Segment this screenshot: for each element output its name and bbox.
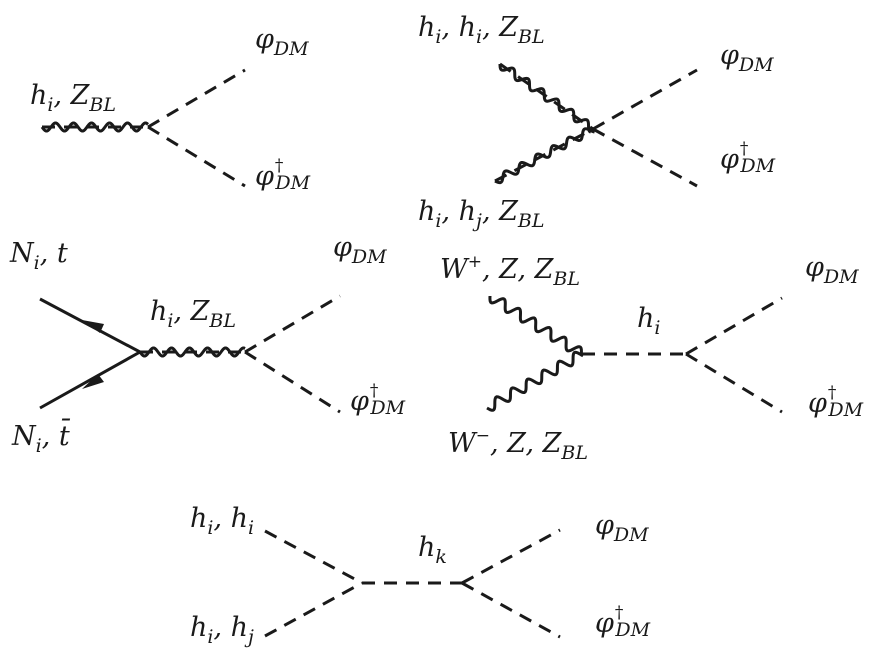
d4-label-propagator: hi [637, 303, 660, 339]
d5-label-out-bottom: φ†DM [595, 603, 651, 641]
diagram-5: hi, hi hi, hj hk φDM φ†DM [190, 503, 651, 648]
d1-label-incoming: hi, ZBL [30, 80, 116, 116]
d2-scalar-line-in-top [499, 62, 594, 131]
d5-label-out-top: φDM [595, 510, 649, 546]
d4-wavy-line-in-bottom [486, 350, 584, 412]
d3-label-in-bottom: Ni, t̄ [11, 417, 71, 457]
d2-wavy-line-in-bottom [494, 127, 595, 185]
d2-scalar-line-out-bottom [592, 127, 698, 188]
diagram-1: hi, ZBL φDM φ†DM [30, 24, 311, 194]
d3-label-in-top: Ni, t [9, 238, 68, 274]
d4-label-in-top: W+, Z, ZBL [440, 252, 580, 290]
d2-label-in-top: hi, hi, ZBL [418, 12, 545, 48]
d5-scalar-line-out-bottom [461, 581, 561, 639]
d3-label-out-top: φDM [333, 232, 387, 268]
d1-label-out-top: φDM [255, 24, 309, 60]
d3-wavy-propagator [138, 346, 246, 358]
d4-label-in-bottom: W−, Z, ZBL [448, 426, 588, 464]
d3-arrow-in-top [82, 320, 104, 333]
d4-scalar-line-out-top [685, 296, 783, 356]
diagram-2: hi, hi, ZBL hi, hj, ZBL φDM φ†DM [418, 12, 776, 232]
d5-scalar-line-in-top [264, 529, 363, 585]
d1-scalar-line-out-top [147, 68, 246, 129]
d4-label-out-top: φDM [805, 252, 859, 288]
d2-label-out-bottom: φ†DM [720, 139, 776, 177]
d1-wavy-line-in [40, 121, 149, 133]
d5-label-in-bottom: hi, hj [190, 612, 254, 648]
d3-scalar-line-out-bottom [244, 350, 341, 414]
d3-fermion-line-in-bottom [39, 350, 141, 410]
d2-scalar-line-out-top [592, 68, 698, 131]
d5-scalar-line-out-top [461, 528, 561, 585]
d3-arrow-in-bottom [82, 374, 104, 389]
d1-scalar-line-out-bottom [147, 125, 246, 188]
d4-scalar-line-out-bottom [685, 352, 783, 414]
diagram-3: Ni, t Ni, t̄ hi, ZBL φDM φ†DM [9, 232, 406, 457]
d5-label-propagator: hk [418, 532, 447, 568]
d2-label-in-bottom: hi, hj, ZBL [418, 196, 544, 232]
diagram-4: W+, Z, ZBL W−, Z, ZBL hi φDM φ†DM [440, 252, 864, 464]
d4-wavy-line-in-top [488, 295, 583, 356]
d4-label-out-bottom: φ†DM [808, 383, 864, 421]
d5-label-in-top: hi, hi [190, 503, 254, 539]
d3-label-propagator: hi, ZBL [150, 296, 236, 332]
d1-label-out-bottom: φ†DM [255, 156, 311, 194]
d2-label-out-top: φDM [720, 40, 774, 76]
d3-label-out-bottom: φ†DM [350, 381, 406, 419]
d2-wavy-line-in-top [498, 63, 592, 134]
d5-scalar-line-in-bottom [264, 581, 363, 638]
d3-scalar-line-out-top [244, 294, 341, 354]
